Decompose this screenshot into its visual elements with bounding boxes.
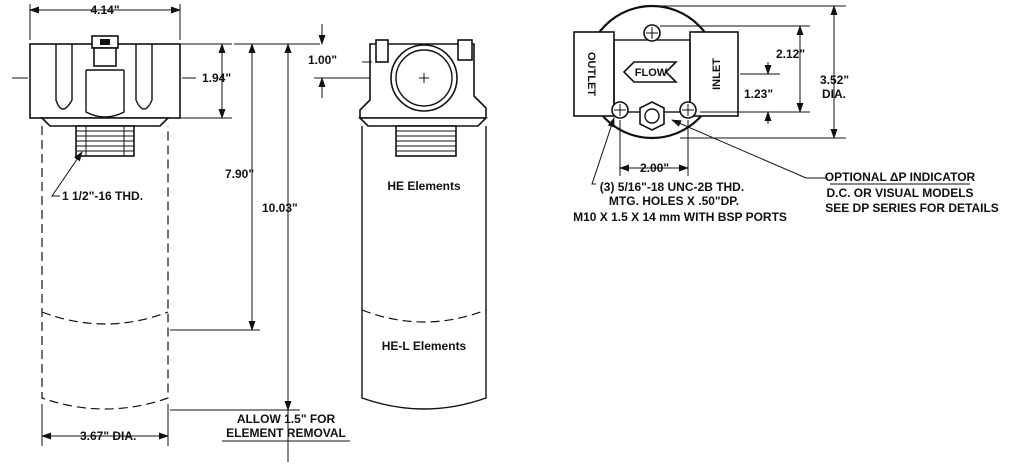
front-boss-center [85,70,125,118]
side-flange [358,117,488,127]
top-bolt-right [679,101,697,119]
label-width-4-14: 4.14" [90,3,119,17]
label-len-10-03: 10.03" [262,201,298,215]
front-boss-left [55,44,73,110]
front-bowl-he-bottom [41,311,169,325]
top-view [573,4,739,140]
dim-top-2-00 [619,120,689,176]
label-thread: 1 1/2"-16 THD. [62,189,143,203]
label-inlet-1-00: 1.00" [308,53,337,67]
label-allow-line1: ALLOW 1.5" FOR [237,412,336,426]
dim-bowl-dia [41,404,169,446]
label-holes-line2: MTG. HOLES X .50"DP. [609,194,739,208]
label-flow: FLOW [635,67,668,79]
top-bolt-left [611,101,629,119]
dim-top-1-23 [740,62,780,124]
flow-arrow-icon [622,61,678,83]
dim-len-7-90 [170,43,320,331]
label-indicator-title: OPTIONAL ΔP INDICATOR [825,170,976,184]
label-top-3-52: 3.52" [820,73,849,87]
label-hel-elements: HE-L Elements [382,339,467,353]
label-top-2-12: 2.12" [776,47,805,61]
side-bowl-hel [361,126,487,410]
front-indicator-hex [93,47,117,67]
label-top-2-00: 2.00" [640,161,669,175]
label-top-dia: DIA. [822,87,846,101]
side-port-tab-right [457,39,473,61]
label-holes-line1: (3) 5/16"-18 UNC-2B THD. [600,180,744,194]
label-holes-line3: M10 X 1.5 X 14 mm WITH BSP PORTS [573,210,787,224]
top-indicator-cap [644,108,660,124]
dim-len-10-03 [170,43,300,462]
indicator-leader [671,119,828,179]
label-indicator-line2: D.C. OR VISUAL MODELS [826,186,973,200]
dim-inlet-1-00 [314,24,380,98]
side-view [358,39,488,410]
front-bowl-hel [41,126,169,410]
dim-width-4-14 [29,4,181,40]
label-len-7-90: 7.90" [225,167,254,181]
thread-leader [51,151,83,197]
label-outlet: OUTLET [585,52,597,96]
label-bowl-dia: 3.67" DIA. [80,429,136,443]
dim-top-2-12 [660,25,810,113]
label-inlet: INLET [711,58,723,90]
front-thread-lines [76,126,134,156]
label-indicator-line3: SEE DP SERIES FOR DETAILS [825,201,999,215]
side-port-tab-left [375,39,389,63]
holes-leader [591,117,615,185]
front-indicator-cap [100,39,110,45]
front-view [12,35,196,410]
top-bolt-top [643,24,661,42]
dim-head-1-94 [180,43,232,119]
side-bowl-he-bottom [361,309,487,323]
label-top-1-23: 1.23" [744,87,773,101]
front-flange [40,117,170,127]
top-inlet-port [689,31,739,117]
label-head-1-94: 1.94" [202,71,231,85]
label-allow-line2: ELEMENT REMOVAL [226,426,346,440]
top-indicator-hex [639,101,665,131]
side-port-inner [395,49,453,107]
front-boss-right [135,44,153,110]
label-he-elements: HE Elements [387,179,461,193]
dim-top-3-52 [656,5,846,139]
side-thread-lines [396,130,456,152]
